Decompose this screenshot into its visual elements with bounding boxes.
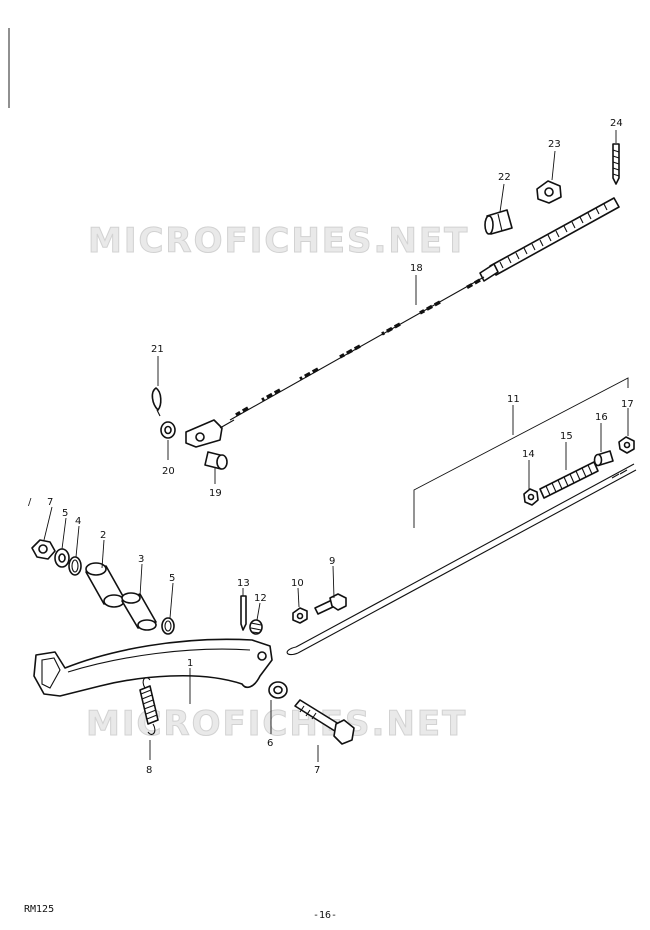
brake-cable: [185, 197, 620, 448]
rod-spring-15: [539, 461, 599, 499]
adjuster-nut: [484, 209, 513, 235]
callout-2: 2: [100, 530, 106, 541]
cotter-pin: [151, 387, 162, 417]
lock-nut: [536, 180, 562, 204]
rod-joint-16: [593, 450, 614, 467]
return-spring-8: [139, 677, 159, 735]
page-number: -16-: [313, 910, 337, 921]
group-bracket-11: [413, 377, 629, 528]
callout-14: 14: [522, 449, 535, 460]
callout-16: 16: [595, 412, 608, 423]
callout-20: 20: [162, 466, 175, 477]
callout-4b: 5: [169, 573, 175, 584]
brake-pedal: [33, 638, 273, 697]
clevis-pin: [204, 451, 228, 470]
callout-8: 8: [146, 765, 152, 776]
callout-21: 21: [151, 344, 164, 355]
nut-10: [292, 607, 308, 624]
brake-rod: [286, 463, 637, 656]
callout-7: 7: [47, 497, 53, 508]
callout-4a: 4: [75, 516, 81, 527]
o-ring-4a: [68, 556, 82, 576]
callout-9: 9: [329, 556, 335, 567]
callout-13: 13: [237, 578, 250, 589]
callout-1-mark: /: [28, 497, 32, 508]
callout-18: 18: [410, 263, 423, 274]
watermark-bottom: MICROFICHES.NET: [86, 704, 467, 744]
leader-lines: [43, 130, 629, 762]
callout-3: 3: [138, 554, 144, 565]
callout-6: 7: [314, 765, 320, 776]
pivot-bolt-6: [294, 699, 355, 745]
pivot-bush-2: [85, 562, 125, 608]
callout-15: 15: [560, 431, 573, 442]
callout-12: 12: [254, 593, 267, 604]
bolt-9: [314, 593, 347, 615]
washer-20: [160, 421, 176, 439]
callout-5a: 5: [62, 508, 68, 519]
spring-clip-12: [249, 619, 263, 635]
callout-11: 11: [507, 394, 520, 405]
callout-labels: 24 23 22 18 21 11 17 16 15 14 20 19 / 7 …: [28, 118, 634, 776]
washer-5b: [268, 681, 288, 699]
spacer-3: [121, 592, 157, 631]
adjusting-nut-14: [523, 488, 539, 506]
o-ring-4b: [161, 617, 175, 635]
callout-17: 17: [621, 399, 634, 410]
callout-5b: 6: [267, 738, 273, 749]
model-code: RM125: [24, 904, 54, 915]
callout-24: 24: [610, 118, 623, 129]
callout-23: 23: [548, 139, 561, 150]
pivot-nut-7: [31, 539, 56, 560]
callout-10: 10: [291, 578, 304, 589]
callout-22: 22: [498, 172, 511, 183]
nut-17: [618, 436, 635, 454]
callout-19: 19: [209, 488, 222, 499]
callout-1: 1: [187, 658, 193, 669]
watermark-top: MICROFICHES.NET: [88, 221, 469, 261]
cable-end-screw: [612, 143, 620, 185]
cotter-pin-13: [240, 595, 247, 631]
washer-5a: [54, 548, 70, 568]
